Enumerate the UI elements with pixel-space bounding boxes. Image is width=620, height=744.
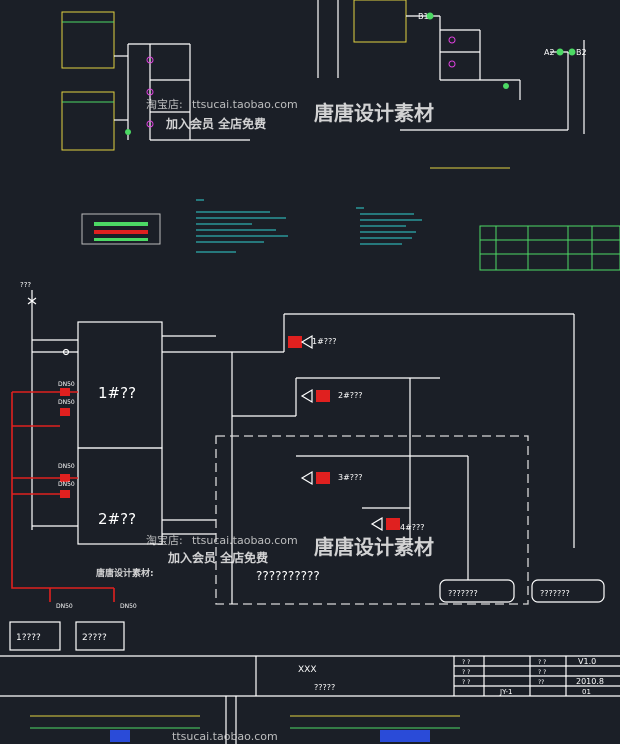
title-block-center-title: XXX xyxy=(298,665,317,675)
upper-schematic: B1 A2 B2 xyxy=(61,0,587,169)
tank-2 xyxy=(77,447,163,545)
pump-2-label: 2#??? xyxy=(338,391,363,400)
watermark-shop-label: 淘宝店: xyxy=(146,97,183,111)
upper-right-tank xyxy=(353,0,407,43)
main-schematic: ??? 1#?? 2#?? DN50 DN50 DN50 DN50 DN50 D… xyxy=(9,281,605,651)
node-label-a2: A2 xyxy=(544,48,555,57)
basin-2-label: ??????? xyxy=(540,589,570,598)
node-b1-marker xyxy=(426,12,434,20)
pump-2: 2#??? xyxy=(300,388,363,404)
tank-1-label: 1#?? xyxy=(98,384,136,402)
node-label-b1: B1 xyxy=(418,12,429,21)
box-2 xyxy=(75,621,125,651)
pump-4: 4#??? xyxy=(370,516,425,532)
dn-label-3: DN50 xyxy=(58,463,75,470)
title-cell-4: ? ? xyxy=(538,659,546,666)
title-cell-2: ? ? xyxy=(462,669,470,676)
notes-and-legend xyxy=(81,199,620,271)
watermark-brand-prefix: 唐唐设计素材: xyxy=(96,567,154,579)
title-cell-drawing-no: JY-1 xyxy=(499,688,513,696)
watermark-shop-label-2: 淘宝店: xyxy=(146,533,183,547)
title-block: XXX ????? ? ? ? ? ? ? ? ? ? ? ?? JY-1 V1… xyxy=(0,655,620,744)
legend-box xyxy=(81,213,161,245)
title-block-center-sub: ????? xyxy=(314,683,335,692)
box-2-label: 2???? xyxy=(82,633,107,643)
watermark-join-text: 加入会员 全店免费 xyxy=(165,116,266,131)
dashed-box-label: ?????????? xyxy=(256,569,320,583)
basin-2 xyxy=(531,579,605,603)
upper-tank-2 xyxy=(61,91,115,151)
basin-1-label: ??????? xyxy=(448,589,478,598)
dn-label-1: DN50 xyxy=(58,381,75,388)
title-cell-1: ? ? xyxy=(462,659,470,666)
top-valve-label: ??? xyxy=(20,281,31,289)
notes-block-2 xyxy=(356,207,422,245)
watermark-bottom-url: ttsucai.taobao.com xyxy=(172,730,278,743)
dn-label-5: DN50 xyxy=(56,603,73,610)
title-cell-5: ? ? xyxy=(538,669,546,676)
upper-tank-1 xyxy=(61,11,115,69)
watermark-brand-top: 唐唐设计素材 xyxy=(314,101,434,125)
dn-label-6: DN50 xyxy=(120,603,137,610)
watermark-middle: 淘宝店: ttsucai.taobao.com 唐唐设计素材: 加入会员 全店免… xyxy=(96,533,434,579)
title-version: V1.0 xyxy=(578,657,596,666)
dn-label-4: DN50 xyxy=(58,481,75,488)
pump-1-label: 1#??? xyxy=(312,337,337,346)
watermark-shop-url-2: ttsucai.taobao.com xyxy=(192,534,298,547)
basin-1 xyxy=(439,579,515,603)
red-pipe-network xyxy=(11,391,115,602)
node-b2-marker xyxy=(568,48,576,56)
notes-block-1 xyxy=(196,199,288,253)
title-cell-3: ? ? xyxy=(462,679,470,686)
title-cell-6: ?? xyxy=(538,679,544,686)
watermark-top: 淘宝店: ttsucai.taobao.com 加入会员 全店免费 唐唐设计素材 xyxy=(146,97,434,131)
box-1 xyxy=(9,621,61,651)
pump-4-label: 4#??? xyxy=(400,523,425,532)
pump-3: 3#??? xyxy=(300,470,363,486)
title-date: 2010.8 xyxy=(576,677,604,686)
title-sheet: 01 xyxy=(582,688,591,696)
watermark-join-text-2: 加入会员 全店免费 xyxy=(167,550,268,565)
watermark-shop-url: ttsucai.taobao.com xyxy=(192,98,298,111)
pump-3-label: 3#??? xyxy=(338,473,363,482)
dashed-enclosure xyxy=(215,435,529,605)
tank-2-label: 2#?? xyxy=(98,510,136,528)
green-table xyxy=(479,225,620,271)
node-label-b2: B2 xyxy=(576,48,587,57)
watermark-brand-middle: 唐唐设计素材 xyxy=(314,535,434,559)
node-a2-marker xyxy=(556,48,564,56)
pump-1: 1#??? xyxy=(288,334,337,350)
dn-label-2: DN50 xyxy=(58,399,75,406)
box-1-label: 1???? xyxy=(16,633,41,643)
